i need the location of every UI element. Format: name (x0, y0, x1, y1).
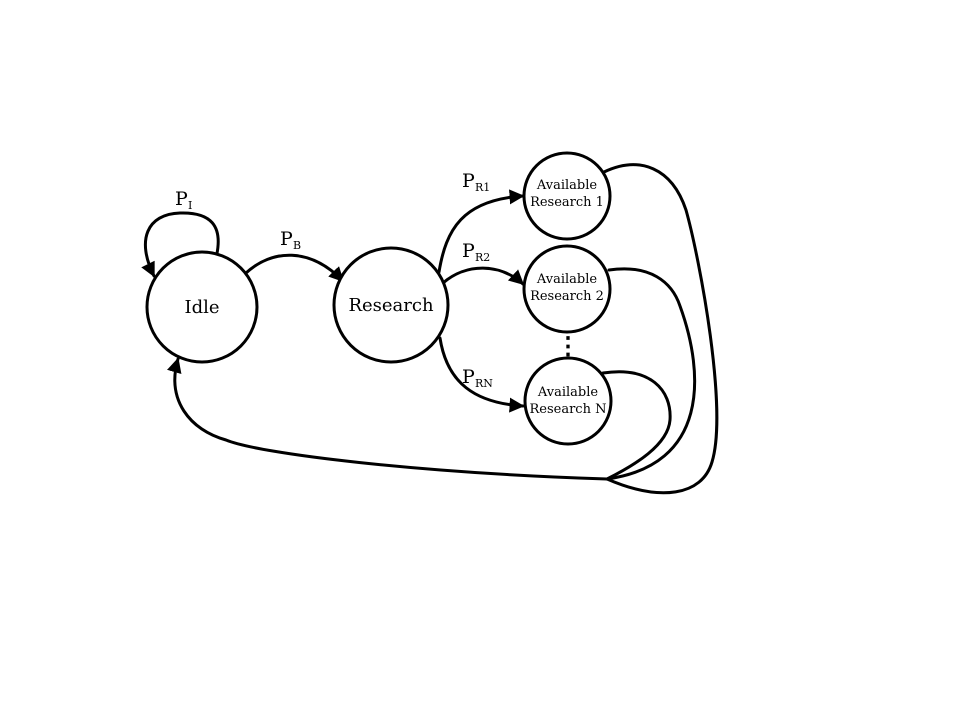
svg-text:I: I (188, 199, 192, 212)
node-research-label: Research (348, 295, 434, 316)
node-available-1-label-line2: Research 1 (530, 195, 604, 210)
node-idle (145, 250, 259, 364)
svg-text:R1: R1 (475, 181, 490, 194)
edge-research-to-available-2 (441, 266, 525, 286)
label-p-r1: P R1 (462, 170, 490, 194)
edge-available-n-return (601, 370, 672, 481)
ellipsis-more-states: ⋮ (556, 331, 580, 360)
edge-return-to-idle (167, 357, 609, 481)
node-available-n-label-line2: Research N (530, 402, 607, 417)
node-idle-label: Idle (184, 297, 219, 318)
edge-research-to-available-n (438, 336, 525, 413)
svg-text:R2: R2 (475, 251, 490, 264)
node-available-research-1 (522, 151, 612, 241)
node-research (332, 246, 450, 364)
svg-text:P: P (462, 366, 475, 388)
label-p-r2: P R2 (462, 240, 490, 264)
edge-available-2-return (605, 267, 697, 481)
node-available-n-label-line1: Available (537, 385, 599, 400)
svg-text:RN: RN (475, 377, 493, 390)
svg-text:P: P (462, 170, 475, 192)
edge-idle-self-loop (141, 211, 220, 278)
svg-text:P: P (462, 240, 475, 262)
edge-research-to-available-1 (437, 189, 525, 274)
node-available-2-label-line1: Available (536, 272, 598, 287)
svg-text:P: P (175, 188, 188, 210)
svg-text:B: B (293, 239, 301, 252)
edge-available-1-return (602, 163, 719, 495)
label-p-b: P B (280, 228, 301, 252)
svg-text:P: P (280, 228, 293, 250)
node-available-1-label-line1: Available (536, 178, 598, 193)
label-p-rn: P RN (462, 366, 493, 390)
label-p-i: P I (175, 188, 192, 212)
node-available-research-2 (522, 244, 612, 334)
edge-idle-to-research (244, 253, 345, 283)
node-available-2-label-line2: Research 2 (530, 289, 604, 304)
node-available-research-n (523, 356, 613, 446)
